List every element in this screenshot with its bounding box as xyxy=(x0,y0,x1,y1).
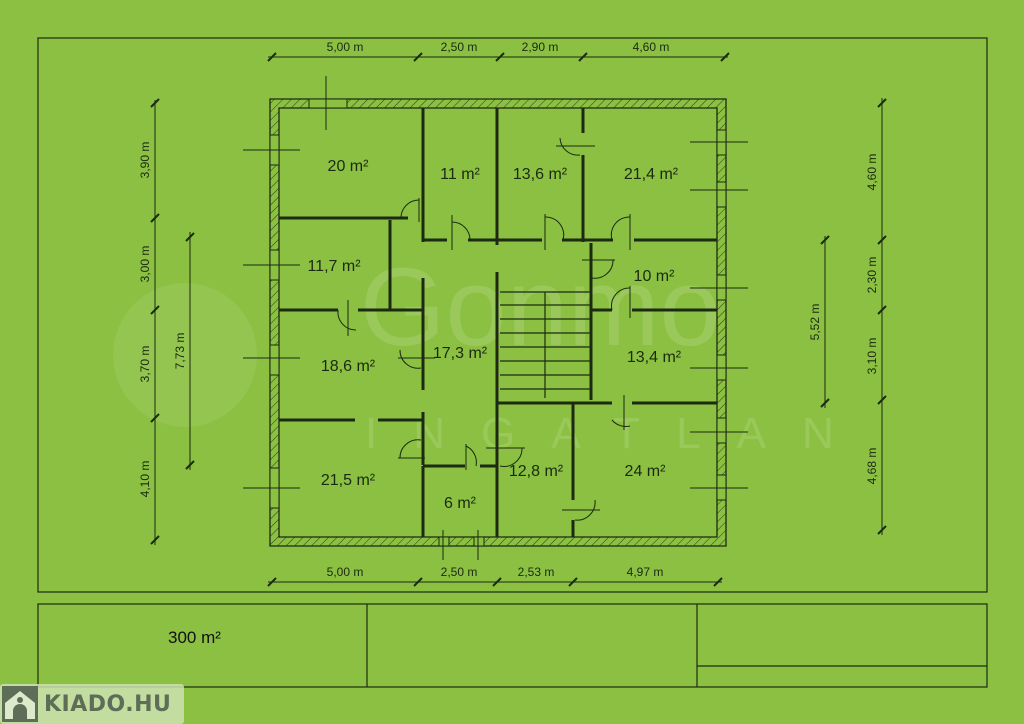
dim-right-3: 3,10 m xyxy=(865,338,879,375)
dim-right-1: 4,60 m xyxy=(865,154,879,191)
logo-text: KIADO.HU xyxy=(44,691,172,717)
room-area: 11 m² xyxy=(440,166,480,183)
dim-left-2: 3,00 m xyxy=(138,246,152,283)
dimension-labels: 5,00 m 2,50 m 2,90 m 4,60 m 5,00 m 2,50 … xyxy=(138,40,879,579)
house-icon xyxy=(2,686,38,722)
dim-bottom-3: 2,53 m xyxy=(518,565,555,579)
room-area: 17,3 m² xyxy=(433,345,488,362)
dim-top-2: 2,50 m xyxy=(441,40,478,54)
room-area: 20 m² xyxy=(328,158,370,175)
room-area: 21,5 m² xyxy=(321,472,376,489)
staircase xyxy=(500,291,590,398)
dim-left-1: 3,90 m xyxy=(138,142,152,179)
room-area: 11,7 m² xyxy=(307,258,361,275)
watermark-brand: Gonmo xyxy=(360,246,721,369)
room-area: 18,6 m² xyxy=(321,358,376,375)
room-area: 12,8 m² xyxy=(509,463,564,480)
dim-right-inner: 5,52 m xyxy=(808,304,822,341)
dim-bottom-2: 2,50 m xyxy=(441,565,478,579)
room-area: 13,4 m² xyxy=(627,349,682,366)
total-area-label: 300 m² xyxy=(168,628,221,647)
interior-walls xyxy=(279,108,717,537)
doors xyxy=(337,137,631,521)
dim-left-inner: 7,73 m xyxy=(173,333,187,370)
room-area: 6 m² xyxy=(444,495,477,512)
dim-right-2: 2,30 m xyxy=(865,257,879,294)
room-labels: 20 m² 11 m² 13,6 m² 21,4 m² 11,7 m² 10 m… xyxy=(307,158,681,512)
dimension-lines xyxy=(150,52,887,587)
dim-top-1: 5,00 m xyxy=(327,40,364,54)
dim-top-3: 2,90 m xyxy=(522,40,559,54)
room-area: 10 m² xyxy=(634,268,676,285)
room-area: 24 m² xyxy=(625,463,667,480)
title-block xyxy=(37,603,988,688)
dim-bottom-4: 4,97 m xyxy=(627,565,664,579)
room-area: 21,4 m² xyxy=(624,166,679,183)
drawing-frame xyxy=(37,37,988,593)
dim-bottom-1: 5,00 m xyxy=(327,565,364,579)
dim-top-4: 4,60 m xyxy=(633,40,670,54)
watermark: Gonmo INGATLAN xyxy=(113,246,870,458)
dim-right-4: 4,68 m xyxy=(865,448,879,485)
dim-left-4: 4,10 m xyxy=(138,461,152,498)
watermark-sub: INGATLAN xyxy=(365,409,870,458)
dim-left-3: 3,70 m xyxy=(138,346,152,383)
kiado-logo[interactable]: KIADO.HU xyxy=(0,684,184,724)
room-area: 13,6 m² xyxy=(513,166,568,183)
